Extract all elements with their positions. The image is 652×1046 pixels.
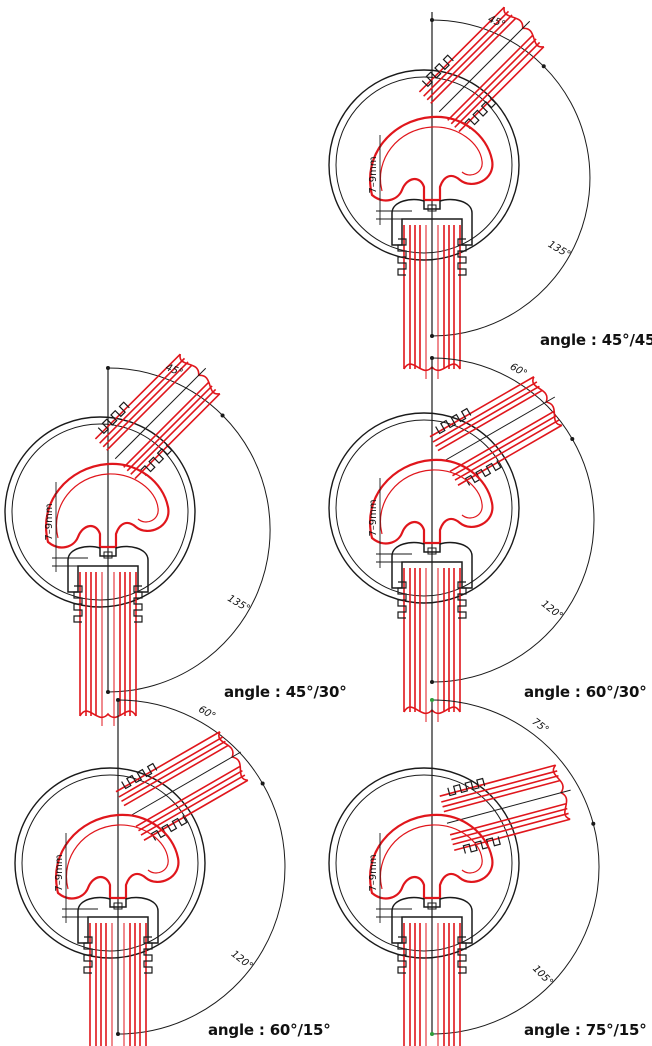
connector-profile	[368, 458, 494, 590]
dimension-arrow	[541, 64, 546, 69]
upper-angle-arc	[431, 357, 573, 440]
dimension-arrow	[430, 18, 434, 22]
upper-angle-label: 60°	[508, 361, 529, 379]
dimension-arrow	[430, 698, 434, 702]
gap-label: 7–9mm	[368, 156, 379, 193]
dimension-arrow	[106, 366, 110, 370]
angle-caption: angle : 45°/45°	[540, 331, 652, 349]
lower-angle-arc	[431, 823, 600, 1035]
angle-caption: angle : 60°/30°	[524, 683, 647, 701]
profile-outline	[328, 69, 520, 261]
angle-caption: angle : 60°/15°	[208, 1021, 331, 1039]
connector-profile	[54, 813, 180, 945]
dimension-arrow	[106, 690, 110, 694]
angled-glass-panel	[90, 343, 231, 484]
gap-label: 7–9mm	[44, 503, 55, 540]
dimension-arrow	[116, 1032, 120, 1036]
lower-angle-label: 135°	[225, 593, 251, 615]
dimension-arrow	[430, 356, 434, 360]
profile-outline	[4, 416, 196, 608]
dimension-arrow	[260, 781, 265, 786]
upper-angle-label: 75°	[530, 716, 551, 736]
gap-label: 7–9mm	[54, 854, 65, 891]
profile-inner-outline	[21, 774, 199, 952]
profile-inner-outline	[335, 76, 513, 254]
profile-outline	[328, 767, 520, 959]
dimension-arrow	[430, 334, 434, 338]
lower-angle-arc	[431, 438, 595, 683]
profile-outline	[14, 767, 206, 959]
dimension-arrow	[430, 680, 434, 684]
gap-label: 7–9mm	[368, 499, 379, 536]
dimension-arrow	[430, 1032, 434, 1036]
dimension-arrow	[570, 437, 575, 441]
dimension-arrow	[220, 413, 225, 418]
angle-caption: angle : 75°/15°	[524, 1021, 647, 1039]
dimension-arrow	[591, 821, 596, 826]
lower-angle-arc	[107, 415, 271, 693]
upper-angle-arc	[431, 699, 594, 824]
lower-angle-arc	[431, 65, 591, 337]
connector-profile	[44, 462, 170, 594]
angle-caption: angle : 45°/30°	[224, 683, 347, 701]
lower-angle-arc	[117, 783, 286, 1035]
profile-inner-outline	[11, 423, 189, 601]
gap-label: 7–9mm	[368, 854, 379, 891]
profile-outline	[328, 412, 520, 604]
profile-inner-outline	[335, 419, 513, 597]
profile-inner-outline	[335, 774, 513, 952]
dimension-arrow	[116, 698, 120, 702]
connector-profile	[368, 115, 494, 247]
upper-angle-label: 60°	[196, 704, 217, 722]
upper-angle-arc	[431, 19, 545, 67]
lower-angle-label: 135°	[546, 239, 572, 261]
upper-angle-arc	[117, 699, 264, 784]
